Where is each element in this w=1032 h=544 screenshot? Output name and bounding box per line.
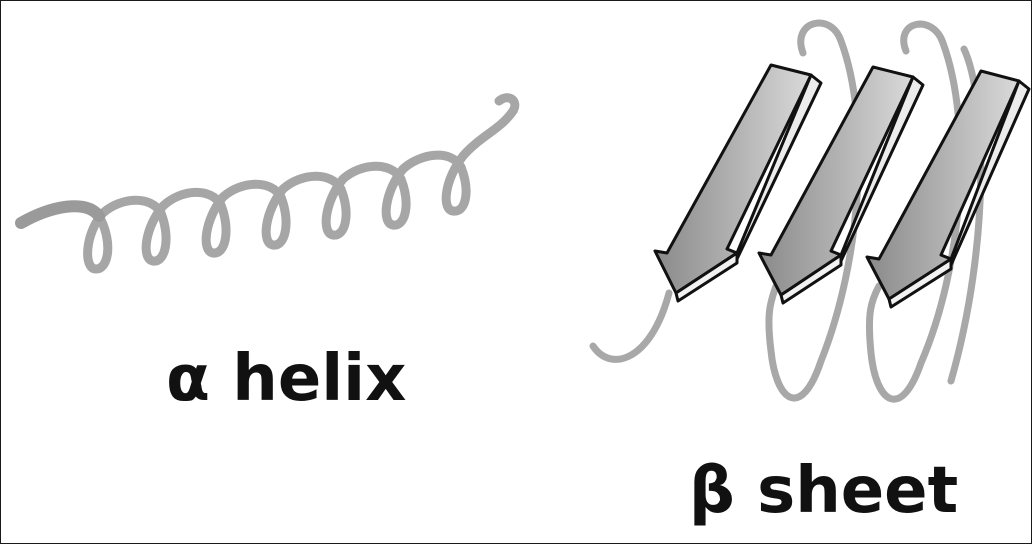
alpha-helix-icon (21, 98, 515, 269)
alpha-helix-label: α helix (166, 347, 406, 411)
beta-sheet-label: β sheet (689, 459, 958, 523)
